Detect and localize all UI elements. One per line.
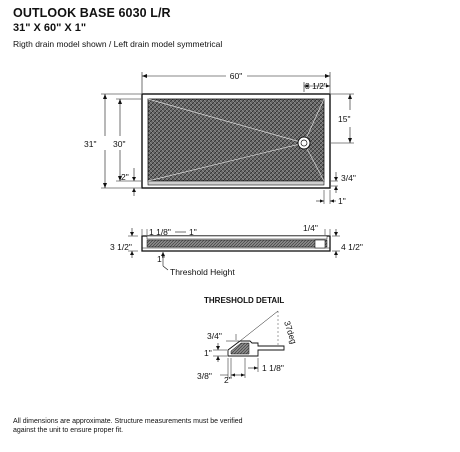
basin-surface	[147, 98, 325, 182]
threshold-detail: THRESHOLD DETAIL 37deg 3/4" 1" 3/8" 2"	[197, 296, 299, 385]
drain-icon	[297, 136, 311, 150]
product-title: OUTLOOK BASE 6030 L/R	[13, 6, 171, 20]
right-top-label: 1/4"	[303, 223, 318, 233]
drain-offset-label: 8 1/2"	[305, 81, 327, 91]
threshold-strip	[147, 180, 325, 186]
bottom-label: 1"	[157, 254, 165, 264]
lip-label: 3/4"	[207, 331, 222, 341]
threshold-label: 2"	[121, 172, 129, 182]
left-flange-label: 1 1/8"	[149, 227, 171, 237]
inner-depth-label: 30"	[113, 139, 125, 149]
side-view: 3 1/2" 1 1/8" 1" 1/4" 4 1/2" 1" Threshol…	[110, 223, 363, 277]
flange-label: 3/4"	[341, 173, 356, 183]
drain-height-label: 15"	[338, 114, 350, 124]
width-label: 60"	[230, 71, 242, 81]
left-height-label: 3 1/2"	[110, 242, 132, 252]
left-top-label: 1"	[189, 227, 197, 237]
width-label-detail: 2"	[224, 375, 232, 385]
threshold-height-label: Threshold Height	[170, 267, 235, 277]
top-view: 60" 8 1/2" 15" 31" 30" 2"	[84, 71, 356, 206]
angle-label: 37deg	[282, 320, 299, 346]
height-label: 1"	[204, 348, 212, 358]
product-size: 31" X 60" X 1"	[13, 22, 87, 34]
right-height-label: 4 1/2"	[341, 242, 363, 252]
slope-lines	[147, 98, 325, 182]
side-flange-label: 1"	[338, 196, 346, 206]
flange-label-detail: 1 1/8"	[262, 363, 284, 373]
threshold-detail-heading: THRESHOLD DETAIL	[204, 296, 284, 305]
outer-depth-label: 31"	[84, 139, 96, 149]
base-label: 3/8"	[197, 371, 212, 381]
drain-note: Rigth drain model shown / Left drain mod…	[13, 39, 223, 49]
disclaimer: All dimensions are approximate. Structur…	[13, 418, 243, 434]
